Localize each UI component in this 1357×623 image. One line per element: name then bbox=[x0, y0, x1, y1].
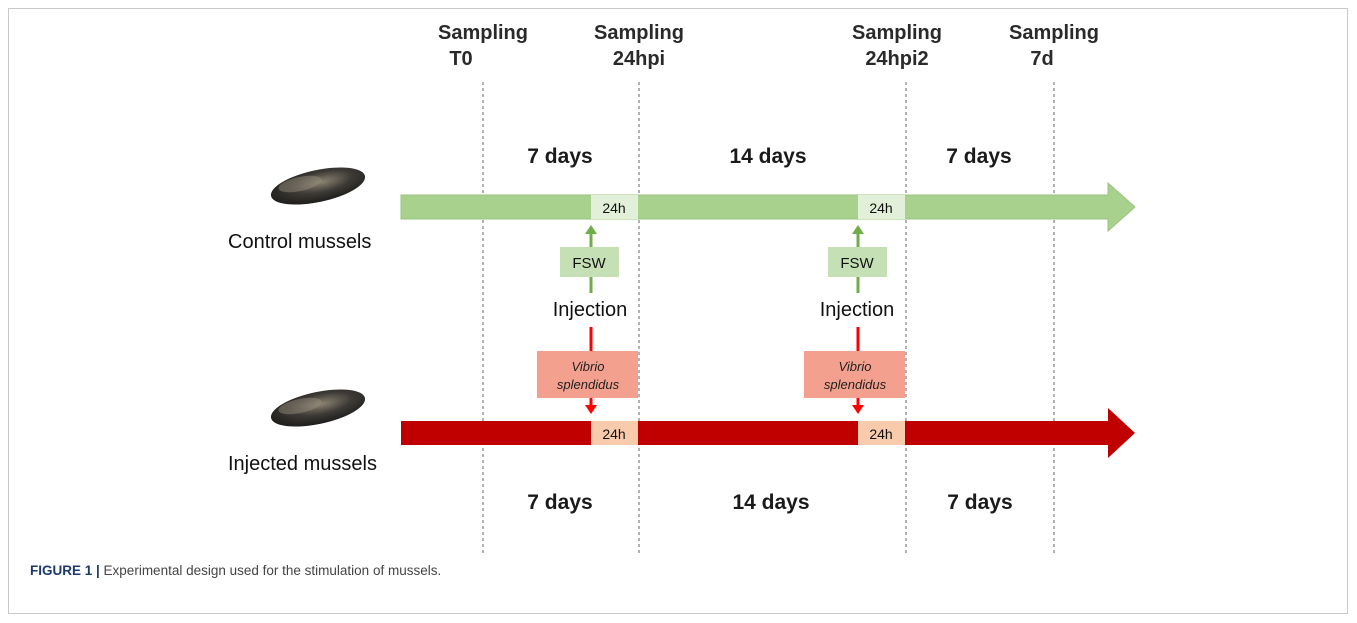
sampling-7d-line1: Sampling bbox=[1009, 22, 1099, 44]
injected-window-2-label: 24h bbox=[869, 426, 892, 442]
injected-mussels-label: Injected mussels bbox=[228, 453, 377, 475]
vibrio-box-2-line1: Vibrio bbox=[838, 359, 871, 374]
injected-timeline-arrow bbox=[401, 408, 1135, 458]
sampling-7d-line2: 7d bbox=[1030, 48, 1053, 70]
sampling-t0-line1: Sampling bbox=[438, 22, 528, 44]
control-window-2 bbox=[858, 195, 905, 219]
control-mussel-image bbox=[270, 167, 366, 205]
duration-bottom-1: 7 days bbox=[527, 491, 592, 514]
fsw-arrowhead-1 bbox=[585, 225, 597, 234]
control-window-2-label: 24h bbox=[869, 200, 892, 216]
injected-window-2 bbox=[858, 421, 905, 445]
control-window-1 bbox=[591, 195, 638, 219]
fsw-box-2 bbox=[828, 247, 887, 277]
duration-bottom-3: 7 days bbox=[947, 491, 1012, 514]
duration-top-2: 14 days bbox=[729, 145, 806, 168]
vibrio-box-1-line1: Vibrio bbox=[571, 359, 604, 374]
vibrio-box-1 bbox=[537, 351, 638, 398]
vibrio-box-2 bbox=[804, 351, 905, 398]
sampling-24hpi2-line2: 24hpi2 bbox=[865, 48, 928, 70]
fsw-box-2-label: FSW bbox=[840, 255, 874, 272]
duration-bottom-2: 14 days bbox=[732, 491, 809, 514]
control-timeline-arrow bbox=[400, 181, 1136, 233]
caption-prefix: FIGURE 1 | bbox=[30, 563, 100, 578]
control-window-1-label: 24h bbox=[602, 200, 625, 216]
vibrio-box-2-line2: splendidus bbox=[824, 377, 887, 392]
injected-window-1-label: 24h bbox=[602, 426, 625, 442]
sampling-t0-line2: T0 bbox=[449, 48, 472, 70]
sampling-24hpi2-line1: Sampling bbox=[852, 22, 942, 44]
injection-label-2: Injection bbox=[820, 299, 895, 321]
figure-caption: FIGURE 1 | Experimental design used for … bbox=[30, 563, 441, 578]
duration-top-1: 7 days bbox=[527, 145, 592, 168]
figure-frame bbox=[8, 8, 1348, 614]
vibrio-arrowhead-1 bbox=[585, 405, 597, 414]
sampling-24hpi-line1: Sampling bbox=[594, 22, 684, 44]
injection-label-1: Injection bbox=[553, 299, 628, 321]
injected-window-1 bbox=[591, 421, 638, 445]
duration-top-3: 7 days bbox=[946, 145, 1011, 168]
control-mussels-label: Control mussels bbox=[228, 231, 371, 253]
caption-text: Experimental design used for the stimula… bbox=[99, 563, 442, 578]
fsw-arrowhead-2 bbox=[852, 225, 864, 234]
vibrio-arrowhead-2 bbox=[852, 405, 864, 414]
vibrio-box-1-line2: splendidus bbox=[557, 377, 620, 392]
injected-mussel-image bbox=[270, 389, 366, 427]
fsw-box-1 bbox=[560, 247, 619, 277]
fsw-box-1-label: FSW bbox=[572, 255, 606, 272]
sampling-24hpi-line2: 24hpi bbox=[613, 48, 665, 70]
